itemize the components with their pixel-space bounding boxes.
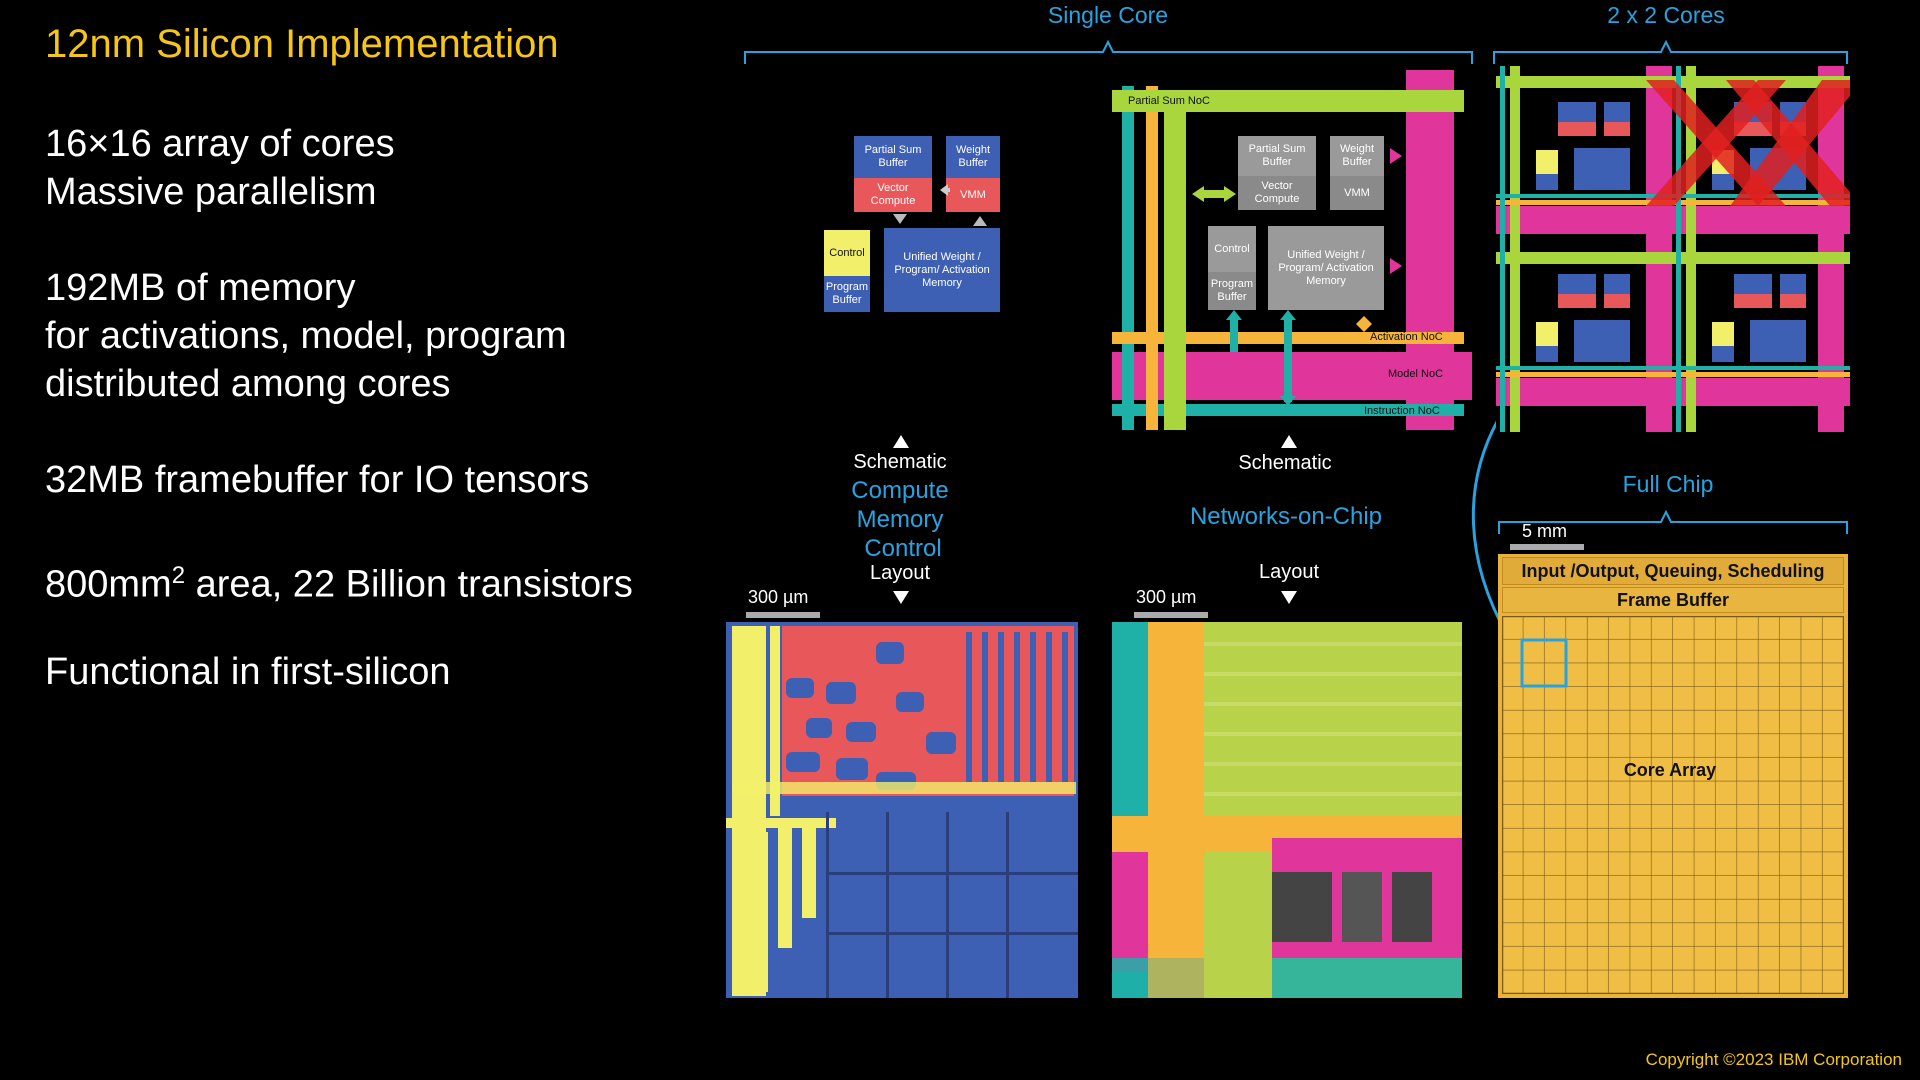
bullet-memory: 192MB of memory for activations, model, … bbox=[45, 267, 567, 405]
control-block: Control bbox=[824, 230, 870, 276]
caption-left-schematic: Schematic bbox=[853, 451, 947, 473]
model-noc-label: Model NoC bbox=[1388, 368, 1444, 380]
scale-bar-chip bbox=[1510, 544, 1584, 550]
noc-partial-sum-buffer: Partial Sum Buffer bbox=[1248, 143, 1306, 168]
caption-left-layout: Layout bbox=[869, 562, 931, 584]
header-full-chip: Full Chip bbox=[1622, 471, 1714, 497]
caption-control: Control bbox=[864, 535, 942, 562]
caption-networks-on-chip: Networks-on-Chip bbox=[1189, 503, 1383, 530]
header-single-core: Single Core bbox=[1047, 2, 1169, 28]
noc-schematic bbox=[1112, 66, 1472, 434]
bullet-functional: Functional in first-silicon bbox=[45, 651, 451, 693]
instruction-noc-label: Instruction NoC bbox=[1364, 405, 1440, 417]
bullet-framebuffer: 32MB framebuffer for IO tensors bbox=[45, 459, 590, 501]
chip-core-array-label: Core Array bbox=[1623, 760, 1717, 780]
vmm-block: VMM bbox=[946, 178, 1000, 212]
chip-core-array-grid bbox=[1502, 616, 1844, 994]
partial-sum-buffer-block: Partial Sum Buffer bbox=[854, 136, 932, 178]
noc-weight-buffer: Weight Buffer bbox=[1339, 143, 1375, 168]
caption-compute: Compute bbox=[851, 477, 949, 504]
caption-mid-schematic: Schematic bbox=[1238, 452, 1332, 474]
noc-unified-memory: Unified Weight / Program/ Activation Mem… bbox=[1278, 248, 1374, 287]
weight-buffer-block: Weight Buffer bbox=[946, 136, 1000, 178]
noc-vmm: VMM bbox=[1344, 186, 1370, 199]
full-chip-die: Input /Output, Queuing, Scheduling Frame… bbox=[1498, 554, 1848, 998]
unified-memory-block: Unified Weight / Program/ Activation Mem… bbox=[884, 228, 1000, 312]
scale-bar-mid bbox=[1134, 612, 1208, 618]
scale-label-mid: 300 µm bbox=[1136, 587, 1197, 607]
scale-label-chip: 5 mm bbox=[1522, 521, 1567, 541]
scale-label-left: 300 µm bbox=[748, 587, 809, 607]
bullet-cores: 16×16 array of cores Massive parallelism bbox=[45, 123, 395, 213]
cores-2x2-diagram bbox=[1496, 66, 1850, 432]
program-buffer-block: Program Buffer bbox=[824, 276, 870, 312]
chip-frame-buffer-region: Frame Buffer bbox=[1502, 587, 1844, 613]
header-2x2-cores: 2 x 2 Cores bbox=[1607, 2, 1725, 28]
scale-bar-left bbox=[746, 612, 820, 618]
vector-compute-block: Vector Compute bbox=[854, 178, 932, 212]
noc-control: Control bbox=[1214, 242, 1250, 255]
noc-vector-compute: Vector Compute bbox=[1254, 180, 1300, 205]
caption-mid-layout: Layout bbox=[1258, 561, 1320, 583]
copyright: Copyright ©2023 IBM Corporation bbox=[1645, 1050, 1902, 1069]
core-layout-networks-on-chip bbox=[1112, 622, 1462, 998]
partial-sum-noc-label: Partial Sum NoC bbox=[1128, 95, 1210, 107]
noc-program-buffer: Program Buffer bbox=[1210, 278, 1254, 303]
core-layout-compute-memory-control bbox=[726, 622, 1078, 998]
bullet-area: 800mm2 area, 22 Billion transistors bbox=[45, 562, 633, 606]
chip-io-region: Input /Output, Queuing, Scheduling bbox=[1502, 557, 1844, 585]
caption-memory: Memory bbox=[856, 506, 944, 533]
activation-noc-label: Activation NoC bbox=[1370, 331, 1443, 343]
slide-title: 12nm Silicon Implementation bbox=[45, 22, 559, 66]
